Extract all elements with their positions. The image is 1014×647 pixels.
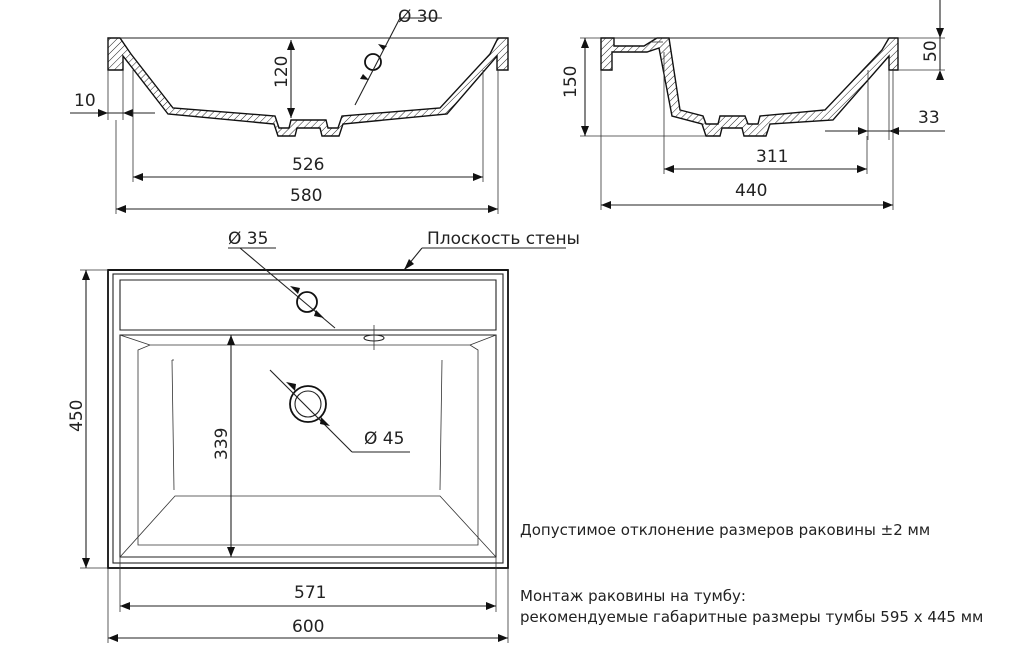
dim-rim-height-side: 50 bbox=[921, 40, 941, 62]
top-view: Плоскость стены Ø 35 Ø 45 bbox=[67, 229, 580, 643]
notes: Допустимое отклонение размеров раковины … bbox=[520, 521, 983, 626]
dim-faucet-diameter-top: Ø 35 bbox=[228, 229, 268, 249]
dim-rim-front: 10 bbox=[74, 91, 96, 111]
dim-inner-width-top: 571 bbox=[294, 583, 326, 603]
dim-drain-diameter: Ø 45 bbox=[364, 429, 404, 449]
faucet-hole-top bbox=[296, 291, 318, 313]
dim-offset-side: 33 bbox=[918, 108, 940, 128]
drain-hole bbox=[289, 385, 327, 423]
dim-outer-width-front: 580 bbox=[290, 186, 322, 206]
dim-outer-width-top: 600 bbox=[292, 617, 324, 637]
note-tolerance: Допустимое отклонение размеров раковины … bbox=[520, 521, 930, 539]
faucet-hole-front bbox=[364, 53, 382, 71]
side-section bbox=[600, 37, 899, 137]
bowl-outline bbox=[119, 334, 497, 558]
dim-faucet-diameter-front: Ø 30 bbox=[398, 7, 438, 27]
front-section bbox=[107, 37, 509, 137]
dim-height-front: 120 bbox=[272, 56, 292, 88]
dim-bowl-depth-side: 311 bbox=[756, 147, 788, 167]
dim-height-side: 150 bbox=[561, 66, 581, 98]
dim-inner-width-front: 526 bbox=[292, 155, 324, 175]
dim-outer-depth-side: 440 bbox=[735, 181, 767, 201]
wall-plane-label: Плоскость стены bbox=[427, 229, 580, 249]
front-view: Ø 30 120 10 526 580 bbox=[70, 7, 509, 214]
note-mounting-text: рекомендуемые габаритные размеры тумбы 5… bbox=[520, 608, 983, 626]
side-view: 50 150 33 311 440 bbox=[561, 0, 945, 210]
dim-depth-top: 450 bbox=[67, 400, 87, 432]
dim-bowl-depth-top: 339 bbox=[212, 428, 232, 460]
basin-outline bbox=[107, 269, 509, 569]
note-mounting-title: Монтаж раковины на тумбу: bbox=[520, 587, 746, 605]
